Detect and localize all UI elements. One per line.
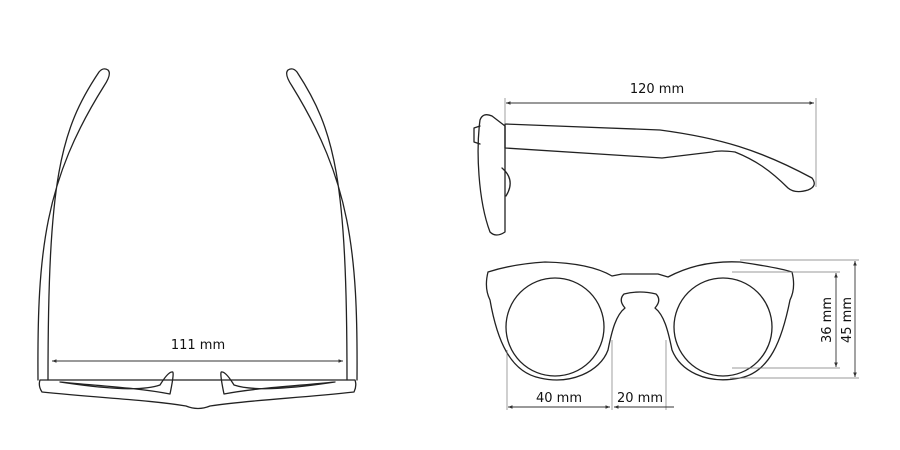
right-temple-top: [286, 68, 358, 381]
top-view-glasses: 111 mm: [37, 68, 358, 410]
right-nose-pad: [220, 371, 336, 395]
front-frame-outline: [485, 261, 795, 381]
lens-width-label: 40 mm: [536, 391, 582, 406]
frame-height-label: 45 mm: [840, 297, 855, 343]
front-frame-top: [38, 379, 357, 410]
left-temple-top: [37, 68, 110, 381]
width-label: 111 mm: [171, 338, 225, 353]
left-lens: [505, 277, 605, 377]
bridge-width-label: 20 mm: [617, 391, 663, 406]
left-nose-pad: [59, 371, 174, 395]
front-frame-side: [477, 114, 506, 236]
right-lens: [673, 277, 773, 377]
side-view-glasses: 120 mm: [473, 82, 817, 236]
front-view-glasses: 40 mm 20 mm 36 mm 45 mm: [485, 259, 859, 410]
temple-length-label: 120 mm: [630, 82, 684, 97]
hinge-side: [473, 125, 481, 145]
nose-pad-side: [501, 167, 511, 197]
temple-side: [504, 123, 815, 193]
lens-height-label: 36 mm: [820, 297, 835, 343]
